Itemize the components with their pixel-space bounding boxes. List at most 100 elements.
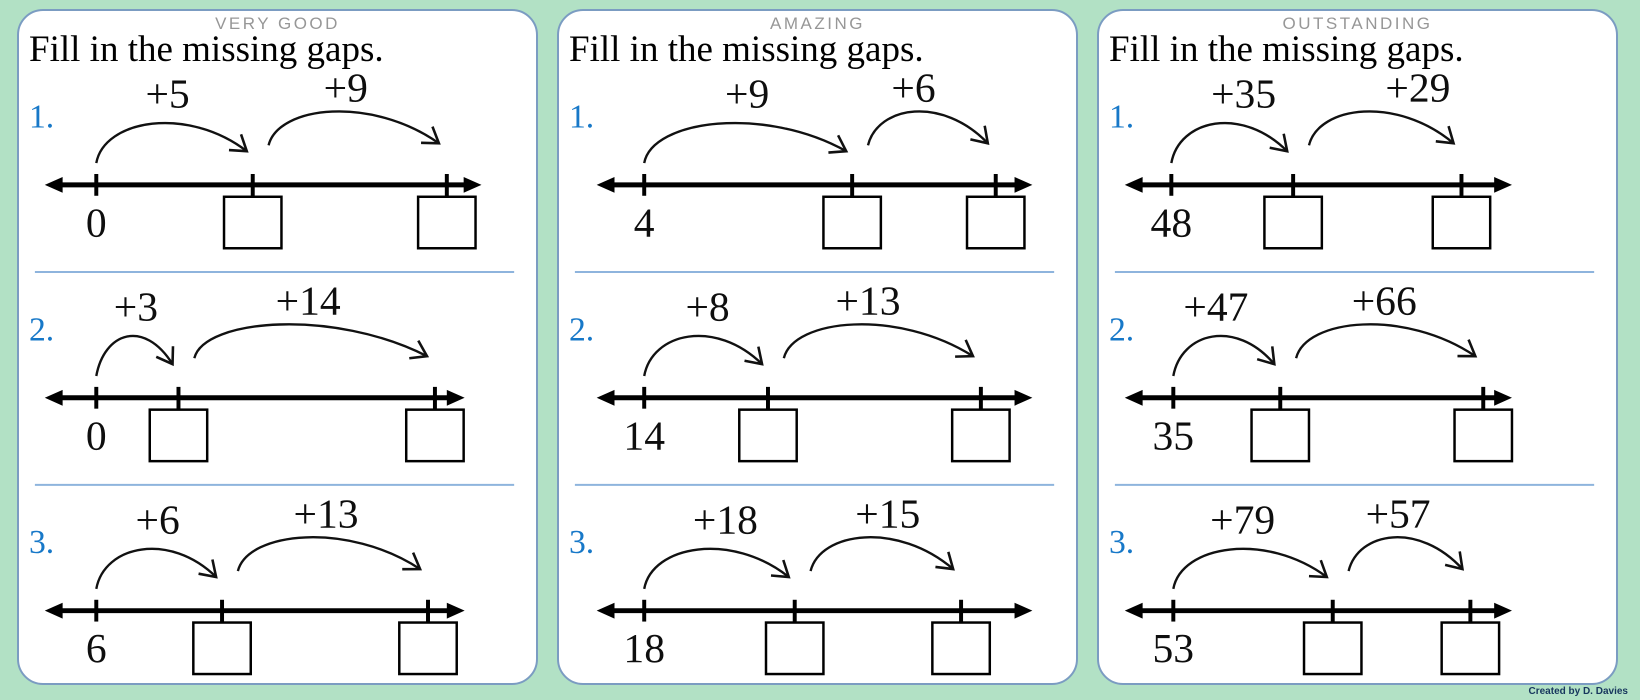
- jump2-arrow: [866, 110, 990, 146]
- right-arrowhead-icon: [1494, 602, 1512, 619]
- panel-very-good: VERY GOOD Fill in the missing gaps. 1. +…: [17, 9, 538, 685]
- answer-box[interactable]: [222, 195, 283, 250]
- instruction-text: Fill in the missing gaps.: [569, 29, 924, 70]
- jump1-arrow: [95, 547, 218, 590]
- problem-row: 1. +35 +29 48: [1109, 72, 1512, 250]
- jump1-label: +8: [685, 284, 729, 330]
- problem-row: 2. +47 +66 35: [1109, 278, 1514, 463]
- number-line-figure: 1. +5 +9 0 2. +3 +14: [29, 72, 515, 676]
- left-arrowhead-icon: [1124, 389, 1143, 406]
- number-line-figure: 1. +9 +6 4 2. +8 +13: [569, 72, 1055, 676]
- right-arrowhead-icon: [463, 176, 482, 193]
- right-arrowhead-icon: [1014, 602, 1033, 619]
- left-arrowhead-icon: [44, 176, 63, 193]
- panel-outstanding: OUTSTANDING Fill in the missing gaps. 1.…: [1097, 9, 1618, 685]
- right-arrowhead-icon: [446, 389, 465, 406]
- jump1-label: +79: [1210, 496, 1275, 542]
- problem-number: 1.: [569, 98, 594, 135]
- start-number: 18: [623, 625, 665, 671]
- left-arrowhead-icon: [44, 602, 63, 619]
- answer-box[interactable]: [148, 408, 209, 463]
- award-label: AMAZING: [770, 14, 865, 33]
- award-label: OUTSTANDING: [1282, 14, 1433, 33]
- jump1-arrow: [643, 121, 849, 164]
- jump1-label: +47: [1183, 284, 1248, 330]
- problem-row: 3. +79 +57 53: [1109, 490, 1512, 676]
- left-arrowhead-icon: [596, 176, 615, 193]
- left-arrowhead-icon: [1124, 602, 1143, 619]
- problem-number: 3.: [29, 524, 54, 561]
- right-arrowhead-icon: [1494, 389, 1512, 406]
- problem-number: 1.: [29, 98, 54, 135]
- jump2-arrow: [267, 110, 441, 146]
- problem-number: 2.: [29, 311, 54, 348]
- jump1-arrow: [1172, 547, 1329, 590]
- jump2-label: +13: [835, 278, 900, 324]
- answer-box[interactable]: [822, 195, 883, 250]
- jump1-label: +9: [725, 72, 769, 117]
- left-arrowhead-icon: [596, 602, 615, 619]
- jump1-arrow: [95, 121, 249, 164]
- jump2-arrow: [809, 536, 955, 572]
- jump2-label: +9: [324, 72, 368, 111]
- jump1-label: +3: [114, 284, 158, 330]
- instruction-text: Fill in the missing gaps.: [29, 29, 384, 70]
- jump2-arrow: [1307, 110, 1456, 146]
- jump1-arrow: [643, 334, 764, 377]
- left-arrowhead-icon: [44, 389, 63, 406]
- answer-box[interactable]: [404, 408, 465, 463]
- answer-box[interactable]: [192, 621, 252, 676]
- problem-number: 1.: [1109, 98, 1134, 135]
- credit-text: Created by D. Davies: [1528, 686, 1629, 697]
- start-number: 48: [1151, 199, 1193, 245]
- instruction-text: Fill in the missing gaps.: [1109, 29, 1464, 70]
- problem-row: 1. +9 +6 4: [569, 72, 1033, 250]
- jump1-label: +6: [136, 496, 180, 542]
- answer-box[interactable]: [1263, 195, 1324, 250]
- answer-box[interactable]: [398, 621, 458, 676]
- start-number: 6: [86, 625, 107, 671]
- answer-box[interactable]: [931, 621, 992, 676]
- jump1-arrow: [95, 334, 175, 377]
- answer-box[interactable]: [1431, 195, 1492, 250]
- start-number: 35: [1153, 412, 1195, 458]
- answer-box[interactable]: [764, 621, 825, 676]
- problem-number: 3.: [569, 524, 594, 561]
- jump1-label: +5: [145, 72, 189, 117]
- number-line-figure: 1. +35 +29 48 2. +47 +66: [1109, 72, 1595, 676]
- start-number: 4: [634, 199, 655, 245]
- jump2-arrow: [193, 323, 430, 360]
- start-number: 0: [86, 199, 107, 245]
- answer-box[interactable]: [1302, 621, 1363, 676]
- answer-box[interactable]: [1250, 408, 1311, 463]
- problem-number: 3.: [1109, 524, 1134, 561]
- start-number: 53: [1153, 625, 1195, 671]
- right-arrowhead-icon: [1014, 176, 1033, 193]
- jump2-label: +66: [1352, 278, 1417, 324]
- answer-box[interactable]: [416, 195, 477, 250]
- left-arrowhead-icon: [1124, 176, 1143, 193]
- answer-box[interactable]: [1440, 621, 1501, 676]
- panel-amazing: AMAZING Fill in the missing gaps. 1. +9 …: [557, 9, 1078, 685]
- jump2-label: +29: [1385, 72, 1450, 111]
- jump2-label: +57: [1366, 490, 1431, 536]
- jump2-arrow: [782, 323, 975, 359]
- jump2-arrow: [1294, 323, 1478, 359]
- start-number: 14: [623, 412, 665, 458]
- right-arrowhead-icon: [1014, 389, 1033, 406]
- jump2-arrow: [1347, 536, 1465, 572]
- problem-row: 2. +3 +14 0: [29, 278, 465, 463]
- problem-row: 3. +6 +13 6: [29, 490, 465, 676]
- jump2-label: +14: [276, 278, 341, 324]
- right-arrowhead-icon: [446, 602, 465, 619]
- answer-box[interactable]: [950, 408, 1011, 463]
- problem-number: 2.: [1109, 311, 1134, 348]
- problem-row: 1. +5 +9 0: [29, 72, 482, 250]
- answer-box[interactable]: [738, 408, 798, 463]
- jump1-label: +18: [693, 496, 758, 542]
- jump2-label: +15: [855, 490, 920, 536]
- start-number: 0: [86, 412, 107, 458]
- answer-box[interactable]: [1453, 408, 1514, 463]
- answer-box[interactable]: [965, 195, 1026, 250]
